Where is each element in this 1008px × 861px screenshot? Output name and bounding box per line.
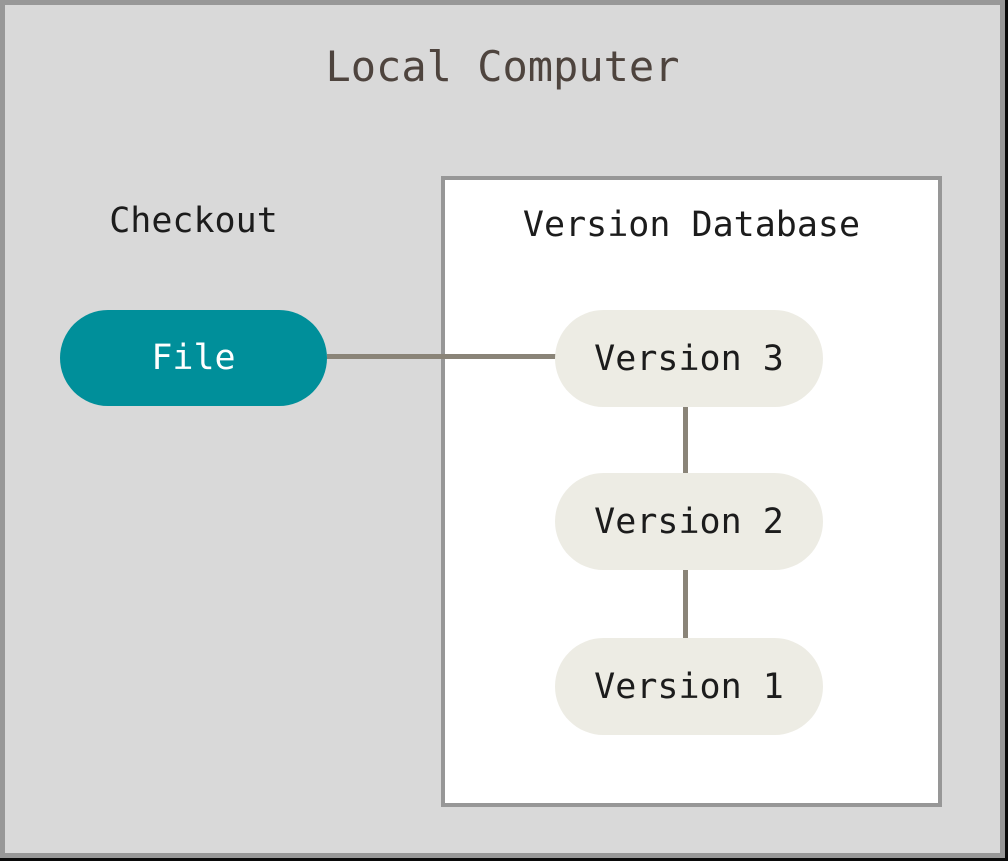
version1-node: Version 1 — [555, 638, 823, 735]
version-database-box: Version Database Version 3 Version 2 Ver… — [441, 176, 942, 807]
version-database-title: Version Database — [522, 205, 861, 245]
connector-version2-to-version1 — [683, 570, 688, 640]
version1-node-label: Version 1 — [594, 666, 784, 707]
version2-node: Version 2 — [555, 473, 823, 570]
version3-node: Version 3 — [555, 310, 823, 407]
version2-node-label: Version 2 — [594, 501, 784, 542]
connector-file-to-version3 — [327, 354, 557, 359]
checkout-label: Checkout — [109, 201, 278, 241]
connector-version3-to-version2 — [683, 405, 688, 477]
diagram-title: Local Computer — [325, 42, 680, 91]
file-node: File — [60, 310, 327, 406]
file-node-label: File — [151, 338, 236, 378]
version3-node-label: Version 3 — [594, 338, 784, 379]
